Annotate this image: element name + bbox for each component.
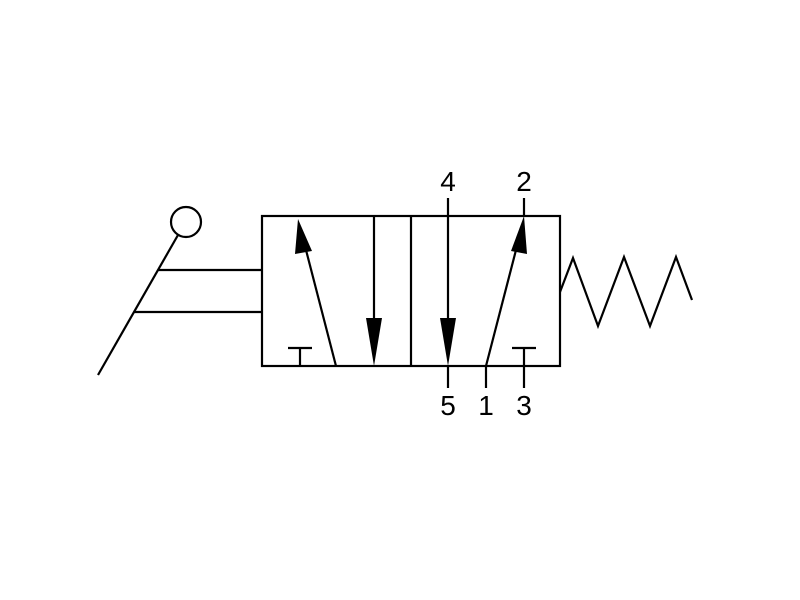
valve-position-right: [440, 198, 536, 388]
roller-circle: [169, 205, 203, 239]
valve-body: [260, 214, 562, 368]
flow-line-left-up: [304, 249, 338, 367]
roller-lever-icon: [97, 205, 262, 376]
port-label-5: 5: [440, 390, 456, 421]
port-label-3: 3: [516, 390, 532, 421]
arrow-head-down-left: [366, 318, 382, 366]
flow-line-right-up: [484, 249, 518, 367]
lever-arm: [97, 234, 179, 376]
arrow-head-up-right: [511, 216, 527, 254]
port-label-1: 1: [478, 390, 494, 421]
spring-zigzag: [558, 253, 694, 330]
spring-icon: [558, 253, 694, 330]
arrow-head-down-right: [440, 318, 456, 366]
arrow-head-up-left: [295, 219, 312, 254]
port-label-2: 2: [516, 166, 532, 197]
port-label-4: 4: [440, 166, 456, 197]
valve-position-left: [288, 216, 382, 367]
